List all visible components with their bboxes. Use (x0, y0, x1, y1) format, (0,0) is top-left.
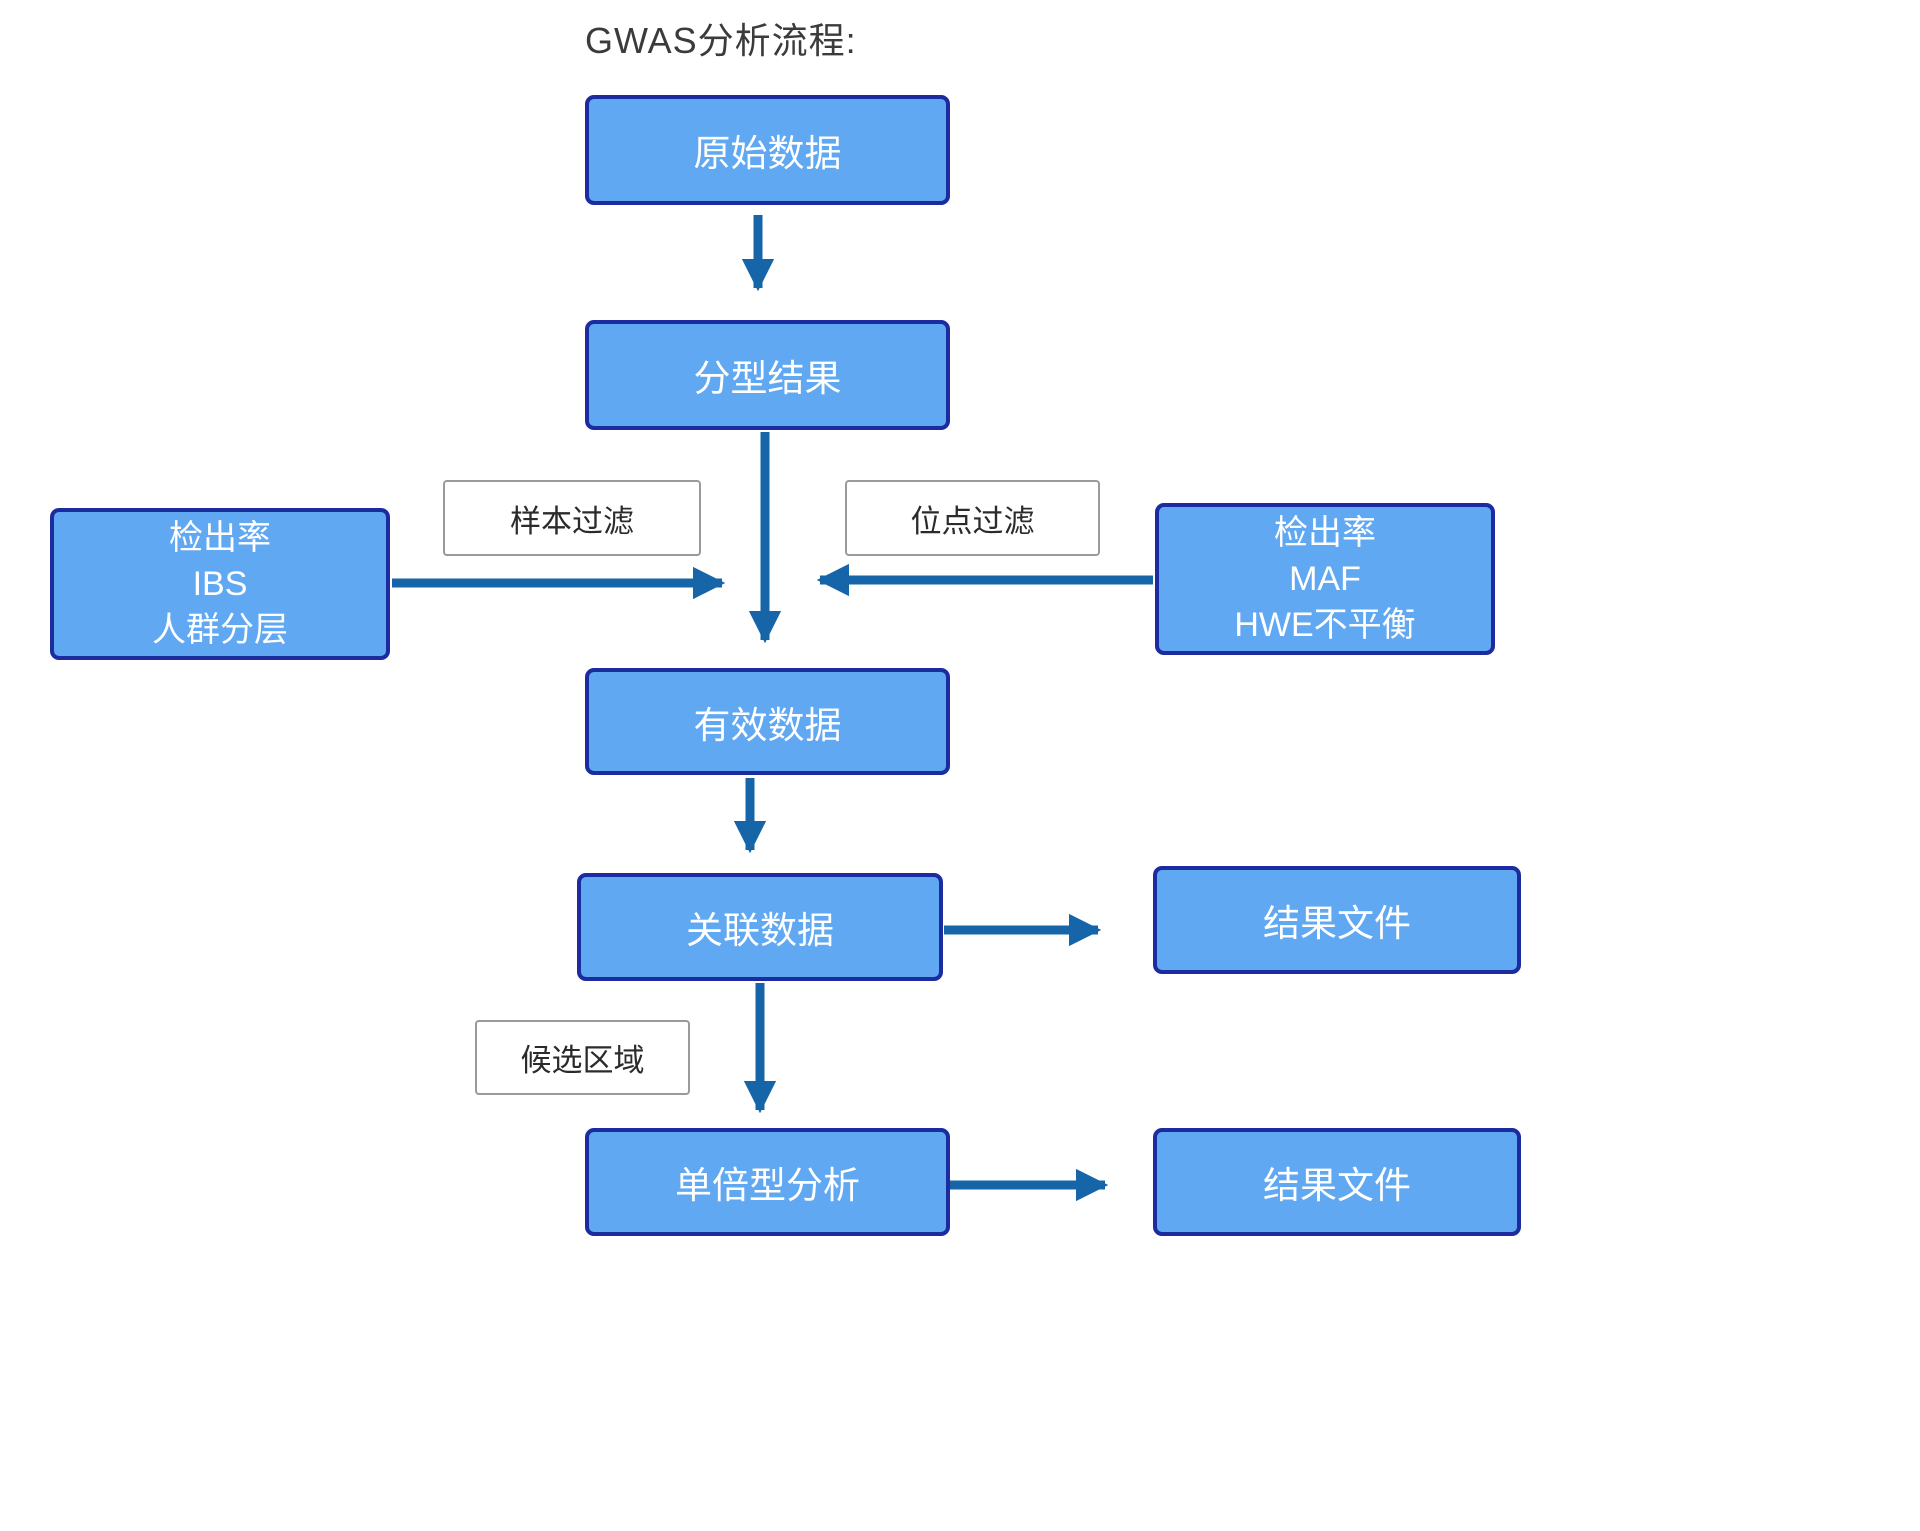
node-genotype-result: 分型结果 (585, 320, 950, 430)
edge-label-site-filter: 位点过滤 (845, 480, 1100, 556)
node-valid-data-label: 有效数据 (693, 704, 842, 746)
node-sample-qc-line-1: 检出率 (169, 519, 271, 557)
edge-label-candidate-region-text: 候选区域 (520, 1043, 645, 1078)
node-valid-data: 有效数据 (585, 668, 950, 775)
edge-label-sample-filter-text: 样本过滤 (510, 503, 634, 539)
node-site-qc: 检出率 MAF HWE不平衡 (1155, 503, 1495, 655)
edge-label-candidate-region: 候选区域 (475, 1020, 690, 1095)
node-result-file-association-label: 结果文件 (1263, 903, 1411, 944)
node-raw-data: 原始数据 (585, 95, 950, 205)
node-genotype-result-label: 分型结果 (693, 358, 842, 399)
node-haplotype-analysis: 单倍型分析 (585, 1128, 950, 1236)
edge-label-site-filter-text: 位点过滤 (910, 503, 1035, 539)
node-site-qc-line-1: 检出率 (1274, 514, 1376, 552)
node-site-qc-line-3: HWE不平衡 (1234, 606, 1416, 644)
node-association-data-label: 关联数据 (686, 910, 834, 951)
node-result-file-association: 结果文件 (1153, 866, 1521, 974)
node-result-file-haplotype: 结果文件 (1153, 1128, 1521, 1236)
node-raw-data-label: 原始数据 (693, 133, 842, 174)
node-result-file-haplotype-label: 结果文件 (1263, 1165, 1411, 1206)
edge-label-sample-filter: 样本过滤 (443, 480, 701, 556)
node-sample-qc-line-3: 人群分层 (152, 611, 288, 649)
node-association-data: 关联数据 (577, 873, 943, 981)
node-site-qc-line-2: MAF (1289, 560, 1361, 598)
diagram-title: GWAS分析流程: (585, 20, 857, 61)
node-haplotype-analysis-label: 单倍型分析 (675, 1165, 860, 1206)
node-sample-qc: 检出率 IBS 人群分层 (50, 508, 390, 660)
node-sample-qc-line-2: IBS (192, 565, 248, 603)
